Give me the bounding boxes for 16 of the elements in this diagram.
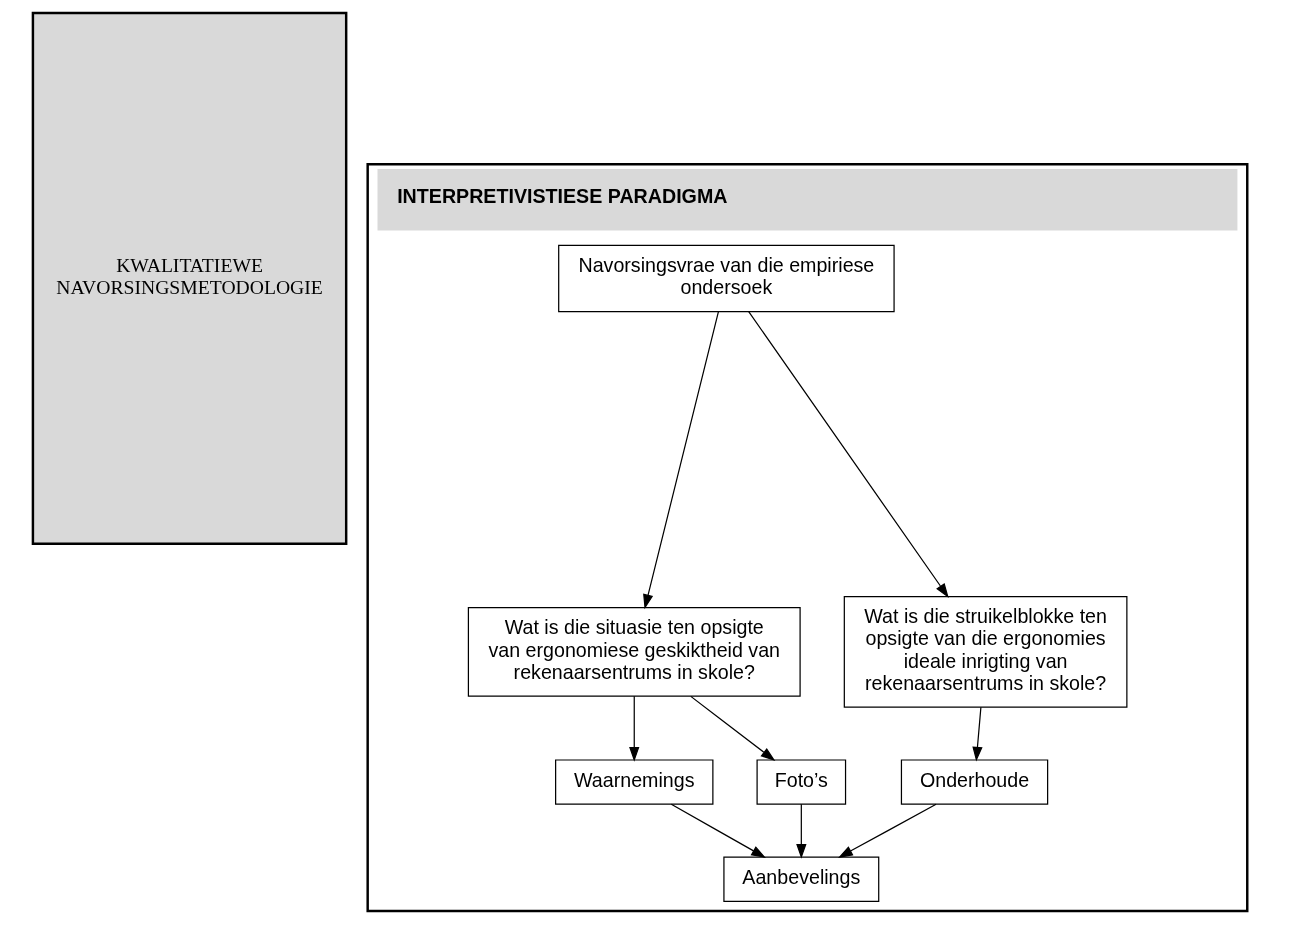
node-box: Foto’s bbox=[756, 759, 847, 805]
node-box: Wat is die struikelblokke ten opsigte van die ergonomies ideale inrigting van rekenaarsentrums in skole? bbox=[843, 596, 1128, 708]
arrow bbox=[838, 803, 937, 858]
node-box: Wat is die situasie ten opsigte van ergonomiese geskiktheid van rekenaarsentrums in skole? bbox=[467, 607, 801, 697]
node-box: KWALITATIEWE NAVORSINGSMETODOLOGIE bbox=[31, 11, 348, 545]
node-box: Aanbevelings bbox=[723, 856, 880, 902]
node-box: Onderhoude bbox=[900, 759, 1049, 805]
arrow bbox=[972, 706, 983, 762]
arrow bbox=[643, 311, 720, 610]
arrow bbox=[748, 311, 949, 598]
node-box: Waarnemings bbox=[555, 759, 714, 805]
arrow bbox=[670, 803, 766, 858]
arrow bbox=[796, 803, 807, 859]
arrow bbox=[629, 695, 640, 762]
node-box: Navorsingsvrae van die empiriese ondersoek bbox=[558, 244, 895, 313]
arrow bbox=[690, 695, 776, 761]
